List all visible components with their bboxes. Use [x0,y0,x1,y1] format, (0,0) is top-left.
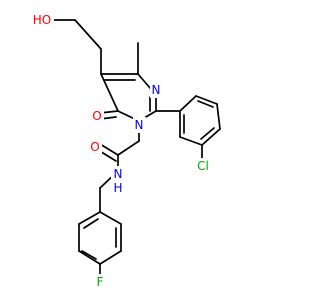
bond [179,95,197,112]
bond [100,73,119,112]
bond [197,100,214,108]
bond [99,211,122,225]
bond [99,143,119,156]
ring-carbonyl-oxygen-label: O [92,109,101,123]
chlorine-label: Cl [197,159,209,173]
fluorine-label: F [97,275,104,289]
ring-nitrogen-label: N [135,118,144,132]
bond [117,140,140,156]
ring-nitrogen-label: N [152,83,161,97]
bond [200,127,215,140]
molecule-diagram: HO N N O O N H Cl F [32,13,221,289]
bond [201,128,221,146]
hydroxyl-label: HO [33,13,51,27]
bond [78,211,101,225]
amide-nitrogen-label: N [114,167,123,181]
amide-hydrogen-label: H [113,181,122,195]
bond [99,250,122,265]
bond [78,250,101,265]
bond [83,218,99,229]
bond [74,19,102,50]
bond [195,95,218,105]
amide-oxygen-label: O [90,140,99,154]
bond [216,103,221,130]
bond [179,136,203,146]
bond [81,250,97,260]
